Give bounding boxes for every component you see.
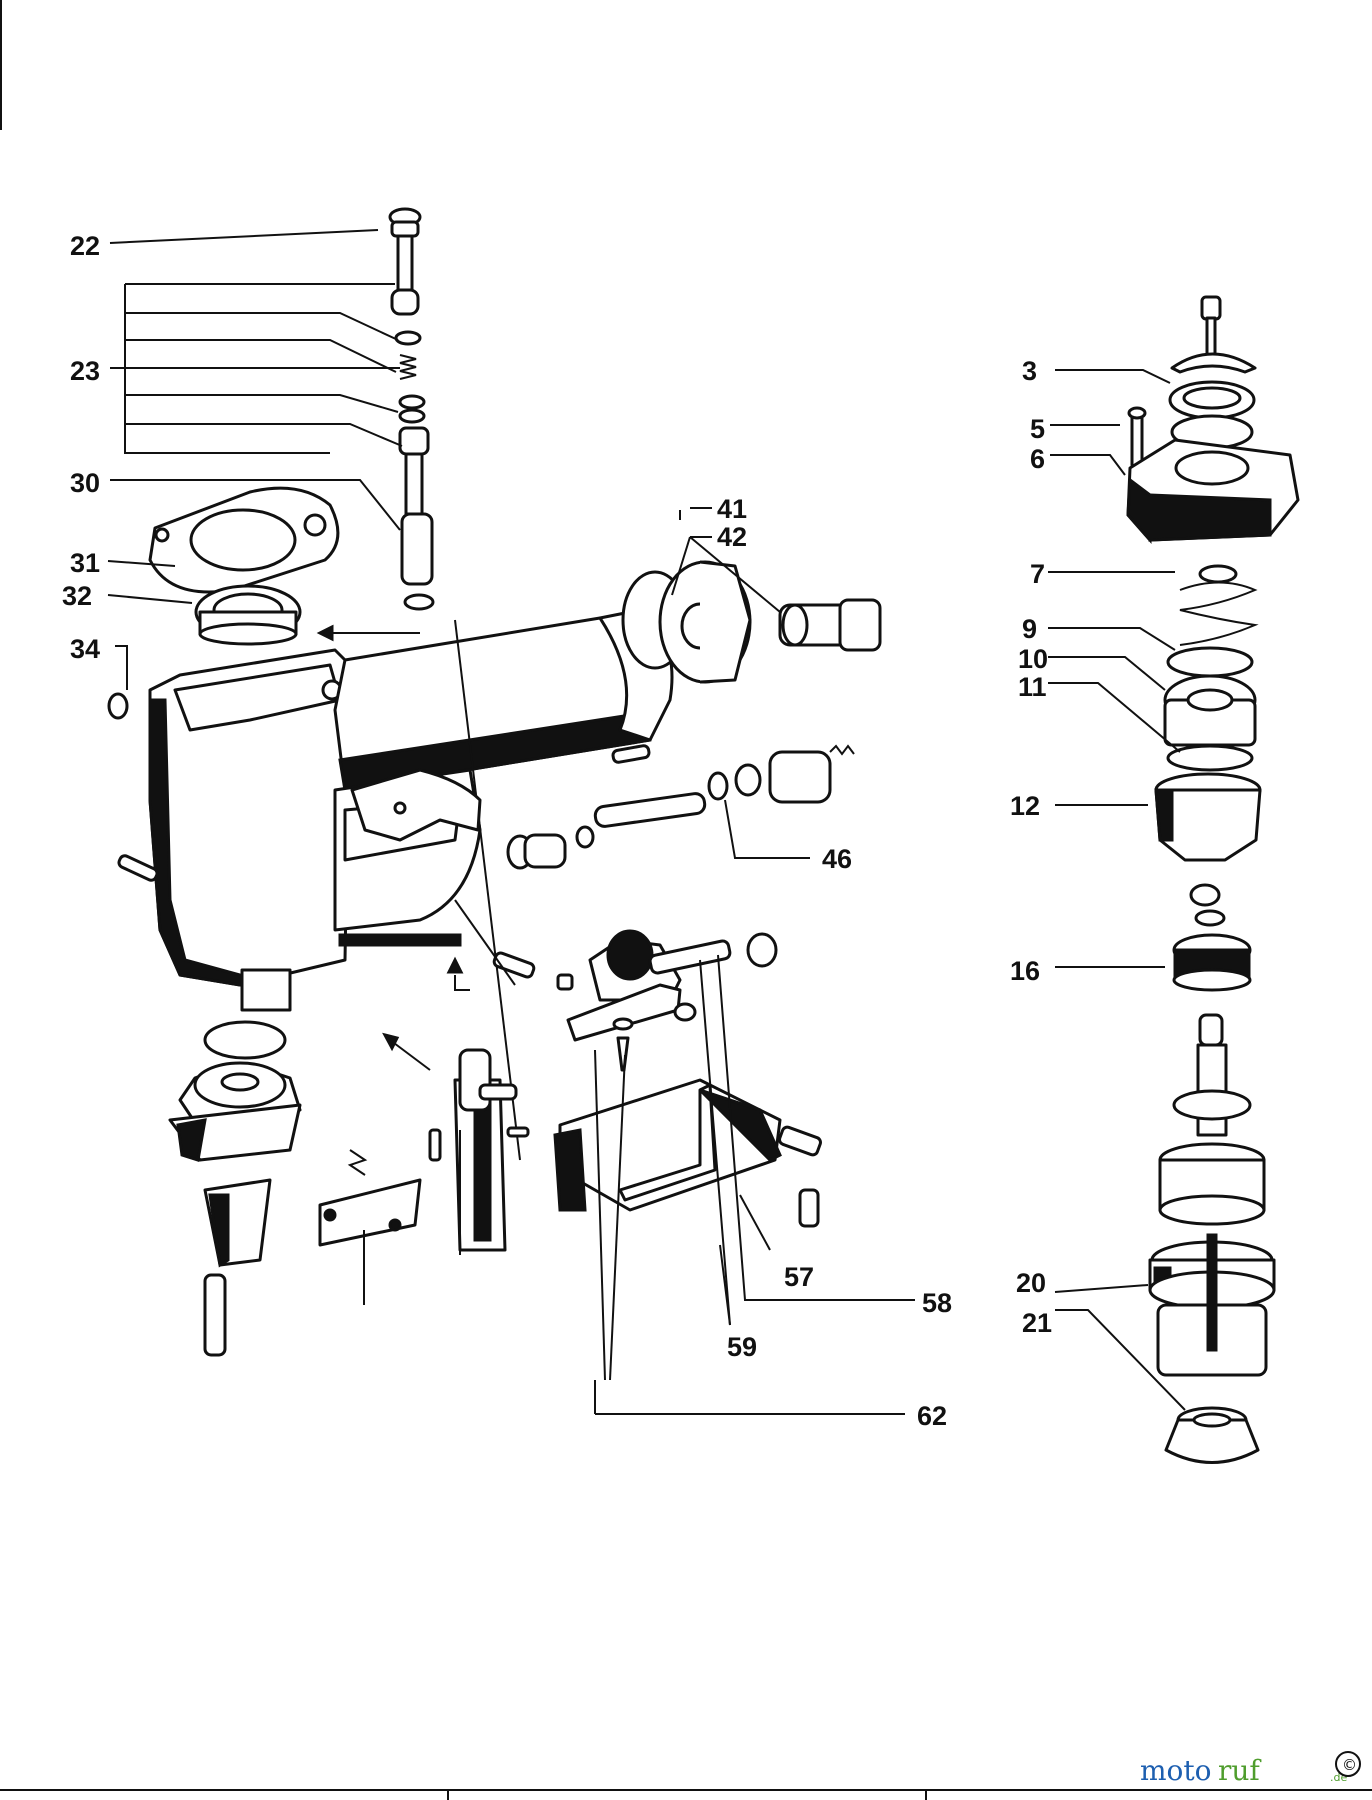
leader-lines <box>107 229 1186 1415</box>
label-22: 22 <box>70 231 100 261</box>
label-9: 9 <box>1022 614 1037 644</box>
label-31: 31 <box>70 548 100 578</box>
label-30: 30 <box>70 468 100 498</box>
small-screws-left <box>117 744 651 991</box>
label-42: 42 <box>717 522 747 552</box>
label-34: 34 <box>70 634 100 664</box>
motoruf-watermark: moto ruf .de © <box>1140 1751 1361 1787</box>
label-10: 10 <box>1018 644 1048 674</box>
part-labels: 22 23 30 31 32 34 41 42 46 57 58 59 62 3… <box>62 231 1052 1431</box>
gasket-31 <box>148 486 340 594</box>
watermark-text-part1: moto <box>1140 1754 1212 1787</box>
label-11: 11 <box>1018 672 1047 702</box>
label-41: 41 <box>717 494 747 524</box>
label-20: 20 <box>1016 1268 1046 1298</box>
ring-nut-32 <box>194 584 302 646</box>
plug-34 <box>107 692 129 720</box>
label-23: 23 <box>70 356 100 386</box>
label-58: 58 <box>922 1288 952 1318</box>
cylinder-cap-stack <box>1126 295 1300 544</box>
valve-stack-top <box>388 207 435 611</box>
label-32: 32 <box>62 581 92 611</box>
exploded-direction-arrows <box>316 624 516 1071</box>
label-6: 6 <box>1030 444 1045 474</box>
label-7: 7 <box>1030 559 1045 589</box>
copyright-symbol: © <box>1342 1756 1357 1774</box>
label-62: 62 <box>917 1401 947 1431</box>
label-59: 59 <box>727 1332 757 1362</box>
label-16: 16 <box>1010 956 1040 986</box>
lower-nose-assembly <box>168 1020 530 1357</box>
air-inlet-41-42 <box>621 560 882 684</box>
valve-spool-46 <box>506 744 855 870</box>
label-57: 57 <box>784 1262 814 1292</box>
magazine-62 <box>553 1078 822 1228</box>
label-21: 21 <box>1022 1308 1052 1338</box>
watermark-text-part2: ruf <box>1218 1754 1262 1787</box>
label-12: 12 <box>1010 791 1040 821</box>
label-3: 3 <box>1022 356 1037 386</box>
latch-57-58-59 <box>566 929 778 1072</box>
label-5: 5 <box>1030 414 1045 444</box>
label-46: 46 <box>822 844 852 874</box>
trigger-lever <box>350 768 482 842</box>
piston-stack <box>1148 564 1276 1464</box>
copyright-icon <box>1335 1751 1361 1777</box>
